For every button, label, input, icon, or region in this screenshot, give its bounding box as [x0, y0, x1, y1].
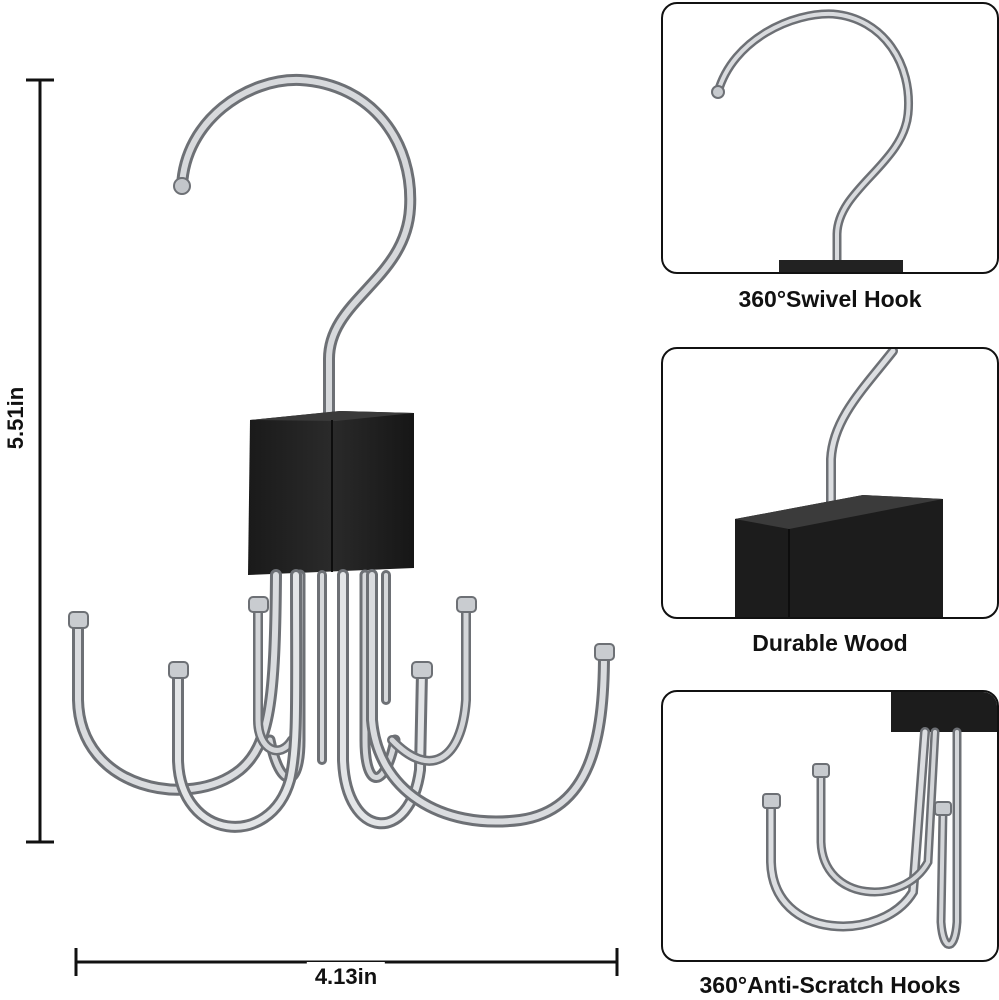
swivel-hook-closeup — [711, 9, 914, 272]
wood-block — [248, 411, 414, 575]
caption-swivel-hook: 360°Swivel Hook — [738, 286, 922, 312]
hook-caps — [68, 596, 615, 679]
caption-anti-scratch-hooks: 360°Anti-Scratch Hooks — [699, 972, 961, 998]
detail-anti-scratch-hooks — [661, 690, 999, 962]
hooks-closeup — [762, 692, 997, 949]
hooks — [72, 569, 610, 833]
swivel-hook — [173, 73, 417, 420]
height-label: 5.51in — [3, 386, 28, 450]
wood-block-closeup — [735, 349, 943, 617]
height-dimension-line — [26, 78, 54, 844]
width-label: 4.13in — [306, 962, 386, 992]
detail-swivel-hook — [661, 2, 999, 274]
caption-durable-wood: Durable Wood — [752, 630, 908, 656]
hanger-illustration — [26, 73, 619, 976]
detail-durable-wood — [661, 347, 999, 619]
